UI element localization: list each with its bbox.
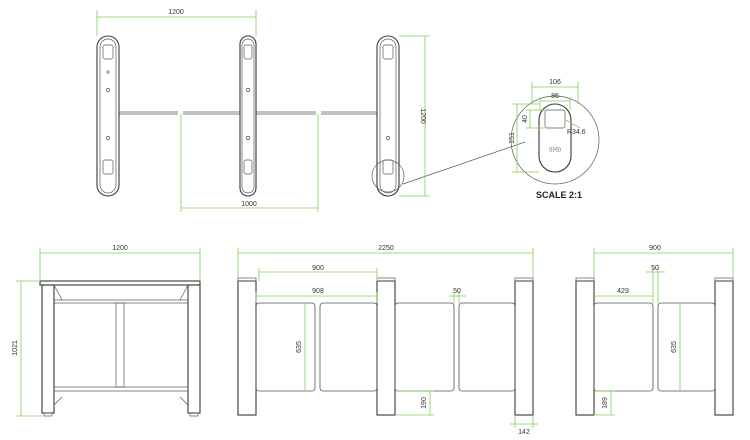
glass-panel-2	[319, 302, 378, 392]
dim-detail-offset: 40	[522, 115, 529, 123]
detail-reader-label: (((•)))	[549, 147, 561, 153]
side-post-3	[514, 280, 534, 416]
end-top-plate	[39, 280, 201, 286]
glass-panel-3	[394, 302, 455, 392]
dim-side-span: 900	[312, 265, 324, 272]
side-view-large: 2250 900 908 50 635 190 142	[237, 245, 538, 436]
glass-panel-4	[458, 302, 516, 392]
detail-reader-window	[544, 109, 566, 129]
detail-callout-circle	[371, 159, 405, 193]
cabinet-top-2	[239, 35, 257, 197]
cabinet-top-1	[96, 35, 120, 197]
dim-side-glass-height: 635	[296, 341, 303, 353]
dim-small-glass-height: 635	[671, 341, 678, 353]
dim-detail-radius: R34.6	[567, 129, 586, 136]
dim-side-gap: 50	[453, 288, 461, 295]
cabinet-top-3	[376, 35, 400, 197]
detail-view: (((•))) 106 86 40 151 R34.6 SCALE 2:1	[509, 79, 600, 200]
dim-small-clearance: 189	[602, 397, 609, 409]
end-post-left	[41, 284, 55, 414]
detail-cabinet	[538, 103, 572, 173]
scale-label: SCALE 2:1	[536, 190, 582, 200]
small-post-1	[575, 280, 595, 416]
end-center-column	[115, 302, 125, 388]
detail-leader-line	[402, 141, 526, 185]
detail-circle	[510, 95, 600, 185]
dim-side-post-width: 142	[518, 429, 530, 436]
dim-lane-width: 1000	[241, 201, 257, 208]
dim-small-total: 900	[649, 245, 661, 252]
end-post-right	[187, 284, 201, 414]
dim-top-width: 1200	[168, 9, 184, 16]
small-glass-panel-1	[593, 302, 654, 392]
dim-small-glass-width: 429	[617, 288, 629, 295]
dim-side-glass-width: 908	[312, 288, 324, 295]
dim-side-total: 2250	[378, 245, 394, 252]
dim-small-gap: 50	[651, 265, 659, 272]
dim-detail-outer: 106	[549, 79, 561, 86]
side-post-2	[376, 280, 396, 416]
side-post-1	[237, 280, 257, 416]
dim-end-height: 1021	[12, 340, 19, 356]
glass-panel-1	[255, 302, 316, 392]
top-view: 1200 1200 1000	[96, 9, 526, 212]
dim-top-depth: 1200	[419, 108, 426, 124]
side-view-small: 900 50 429 635 189	[575, 245, 734, 416]
end-view: 1200 1021	[12, 245, 201, 417]
dim-detail-inner: 86	[551, 93, 559, 100]
small-glass-panel-2	[657, 302, 716, 392]
dim-end-width: 1200	[112, 245, 128, 252]
dim-detail-height: 151	[509, 132, 516, 144]
dim-side-clearance: 190	[421, 397, 428, 409]
small-post-2	[714, 280, 734, 416]
